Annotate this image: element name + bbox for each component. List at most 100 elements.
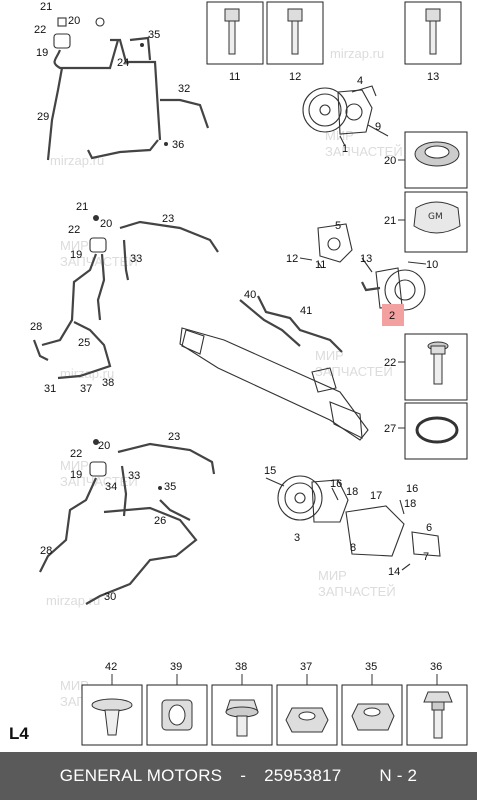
callout-label: 16 xyxy=(330,478,342,490)
callout-label: 19 xyxy=(36,47,48,59)
pump-assembly-middle xyxy=(299,223,427,326)
callout-label: 19 xyxy=(70,249,82,261)
callout-label: 30 xyxy=(104,591,116,603)
bolt-dot xyxy=(158,486,162,490)
part-number: 25953817 xyxy=(264,766,342,785)
flange-nut-icon xyxy=(351,703,395,731)
callout-label: 17 xyxy=(370,490,382,502)
watermark-brand: ЗАПЧАСТЕЙ xyxy=(60,254,138,269)
pulley-inner xyxy=(284,482,316,514)
bottom-part-boxes xyxy=(81,684,468,746)
bracket xyxy=(345,505,405,557)
callout-label: 18 xyxy=(404,498,416,510)
box-captions: 11 12 13 20 21 22 27 42 39 38 37 35 36 xyxy=(105,71,442,685)
callout-label: 4 xyxy=(357,75,363,87)
separator: - xyxy=(240,766,247,785)
callout-label: 38 xyxy=(102,377,114,389)
manufacturer-name: GENERAL MOTORS xyxy=(59,766,223,785)
box-label: 35 xyxy=(365,661,377,673)
callout-labels: 21 20 22 19 35 24 32 29 36 4 9 1 21 22 2… xyxy=(30,1,438,603)
hose-line xyxy=(87,139,159,160)
callout-label: 21 xyxy=(40,1,52,13)
box-label: 38 xyxy=(235,661,247,673)
reservoir-cap xyxy=(57,17,67,27)
pump-assembly-lower xyxy=(265,475,441,571)
watermark-brand: МИР xyxy=(325,128,354,143)
callout-label: 34 xyxy=(105,481,117,493)
rack-boot-right xyxy=(329,401,363,439)
bolt xyxy=(361,257,373,273)
parts-diagram: mirzap.ru mirzap.ru mirzap.ru mirzap.ru … xyxy=(30,1,468,746)
bolt-icon xyxy=(287,8,303,55)
hose-assembly-lower xyxy=(39,439,216,605)
box-label: 39 xyxy=(170,661,182,673)
callout-label: 41 xyxy=(300,305,312,317)
pump-body xyxy=(311,479,349,523)
right-part-boxes: GM xyxy=(404,131,468,460)
hose-line xyxy=(120,465,128,517)
bracket-hole xyxy=(327,237,341,251)
watermark-site: mirzap.ru xyxy=(50,153,104,168)
watermark-brand: МИР xyxy=(318,568,347,583)
bolt-icon xyxy=(423,691,453,739)
hose-line xyxy=(32,339,49,361)
flange-bolt-icon xyxy=(225,699,259,737)
callout-label: 22 xyxy=(68,224,80,236)
hose-line xyxy=(96,253,106,321)
pulley-inner xyxy=(308,93,342,127)
reservoir-body xyxy=(89,461,107,477)
pulley-hub xyxy=(319,104,331,116)
bracket xyxy=(317,223,353,263)
callout-label: 22 xyxy=(70,448,82,460)
hose-line xyxy=(119,220,219,253)
hose-line xyxy=(129,36,152,61)
hose-assembly-top xyxy=(46,17,210,161)
page-code: L4 xyxy=(9,724,29,743)
callout-label: 18 xyxy=(346,486,358,498)
box-label: 27 xyxy=(384,423,396,435)
callout-label: 3 xyxy=(294,532,300,544)
box-label: 12 xyxy=(289,71,301,83)
svg-text:GM: GM xyxy=(428,212,443,222)
callout-label: 35 xyxy=(164,481,176,493)
callout-label: 21 xyxy=(76,201,88,213)
watermark-brand: ЗАПЧАСТЕЙ xyxy=(325,144,403,159)
callout-label: 40 xyxy=(244,289,256,301)
box-label: 42 xyxy=(105,661,117,673)
callout-label: 32 xyxy=(178,83,190,95)
bolt xyxy=(265,477,285,487)
hose-line xyxy=(46,67,64,161)
callout-label: 10 xyxy=(426,259,438,271)
callout-label: 19 xyxy=(70,469,82,481)
callout-label: 35 xyxy=(148,29,160,41)
bolt xyxy=(317,261,323,269)
rack-housing xyxy=(179,327,369,441)
box-label: 21 xyxy=(384,215,396,227)
watermark-brand: ЗАПЧАСТЕЙ xyxy=(318,584,396,599)
watermark-brand: ЗАПЧАСТЕЙ xyxy=(315,364,393,379)
callout-label: 11 xyxy=(315,259,326,271)
callout-label: 24 xyxy=(117,57,129,69)
bolt-dot xyxy=(93,439,99,445)
bolt-icon xyxy=(224,8,240,55)
callout-label: 25 xyxy=(78,337,90,349)
push-clip-icon xyxy=(91,698,133,736)
hose-line xyxy=(159,499,191,521)
hose-line xyxy=(57,321,112,380)
callout-label: 33 xyxy=(130,253,142,265)
callout-label: 22 xyxy=(34,24,46,36)
callout-label: 20 xyxy=(68,15,80,27)
callout-label: 20 xyxy=(100,218,112,230)
callout-label: 20 xyxy=(98,440,110,452)
callout-label: 7 xyxy=(423,551,429,563)
leader xyxy=(339,135,346,147)
callout-label: 26 xyxy=(154,515,166,527)
bolt-icon xyxy=(425,8,441,55)
top-part-boxes xyxy=(206,1,462,65)
box-label: 13 xyxy=(427,71,439,83)
callout-label: 6 xyxy=(426,522,432,534)
callout-label: 15 xyxy=(264,465,276,477)
part-box-37 xyxy=(276,684,338,746)
pump-pulley xyxy=(384,269,426,311)
box-label: 37 xyxy=(300,661,312,673)
